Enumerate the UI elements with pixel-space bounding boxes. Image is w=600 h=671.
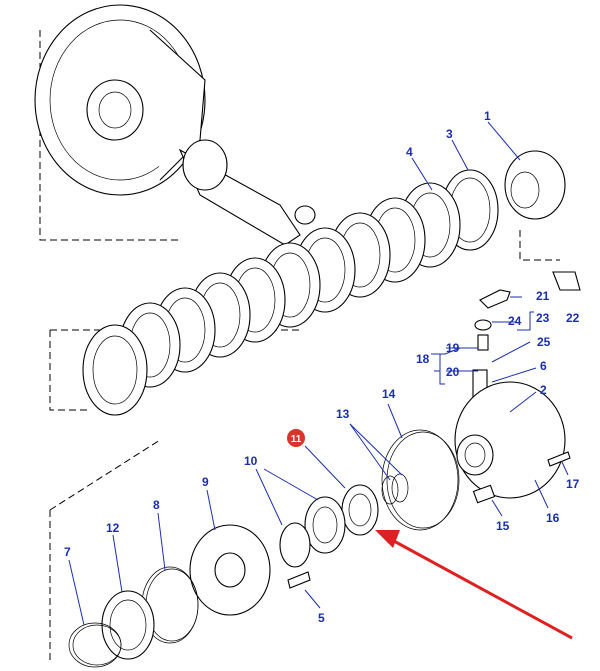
callout-15: 15: [496, 519, 510, 533]
pipe-fittings: [472, 271, 581, 411]
lower-seal-rings: [68, 566, 199, 668]
callout-14: 14: [382, 387, 396, 401]
callout-4: 4: [406, 145, 413, 159]
callout-13: 13: [336, 407, 350, 421]
callout-9: 9: [202, 475, 209, 489]
callout-23: 23: [536, 311, 550, 325]
callout-18: 18: [416, 352, 430, 366]
callout-11: 11: [291, 434, 302, 445]
clutch-plate-stack: [82, 169, 499, 416]
callout-11-highlight: 11: [287, 429, 305, 447]
callout-5: 5: [318, 611, 325, 625]
callout-10: 10: [244, 454, 258, 468]
callout-labels: 1 3 4 21 22 23 24 25 19 18 20 6 2 14 13 …: [64, 109, 580, 625]
callout-20: 20: [446, 365, 460, 379]
callout-7: 7: [64, 545, 71, 559]
callout-24: 24: [508, 314, 522, 328]
callout-3: 3: [446, 127, 453, 141]
highlight-arrow: [375, 530, 573, 640]
o-rings: [381, 429, 460, 531]
callout-17: 17: [566, 477, 580, 491]
callout-19: 19: [446, 341, 460, 355]
crown-wheel-assembly: [34, 4, 316, 246]
callout-21: 21: [536, 289, 550, 303]
callout-12: 12: [106, 521, 120, 535]
callout-1: 1: [484, 109, 491, 123]
bevel-gear: [504, 150, 566, 220]
callout-22: 22: [566, 311, 580, 325]
callout-6: 6: [540, 359, 547, 373]
callout-16: 16: [546, 511, 560, 525]
callout-2: 2: [540, 383, 547, 397]
callout-25: 25: [537, 335, 551, 349]
pump-housing: [454, 381, 571, 504]
callout-8: 8: [153, 498, 160, 512]
clutch-hub: [189, 524, 311, 616]
bearing-parts: [279, 484, 379, 568]
leader-lines: [68, 121, 569, 626]
